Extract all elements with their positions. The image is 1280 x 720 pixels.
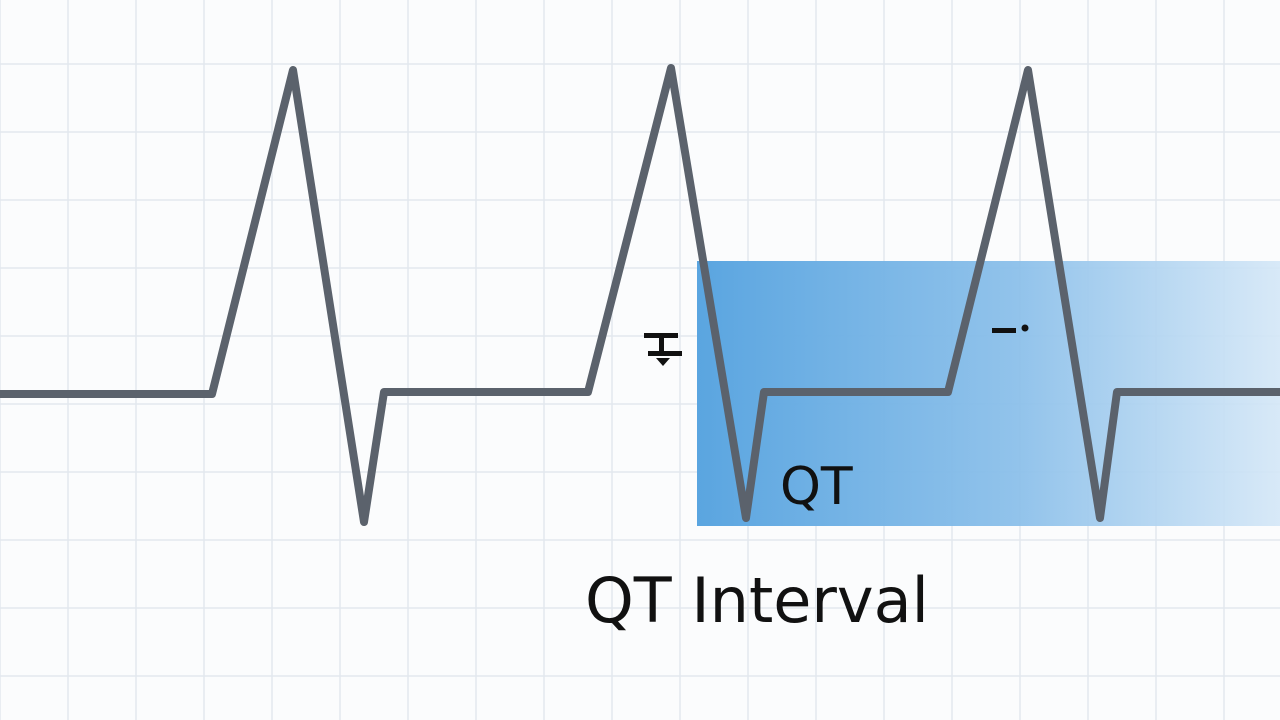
left-marker-icon bbox=[644, 333, 682, 366]
right-marker-icon bbox=[992, 324, 1029, 333]
qt-label: QT bbox=[780, 457, 853, 517]
ecg-trace bbox=[0, 64, 1280, 526]
diagram-caption: QT Interval bbox=[585, 564, 929, 637]
